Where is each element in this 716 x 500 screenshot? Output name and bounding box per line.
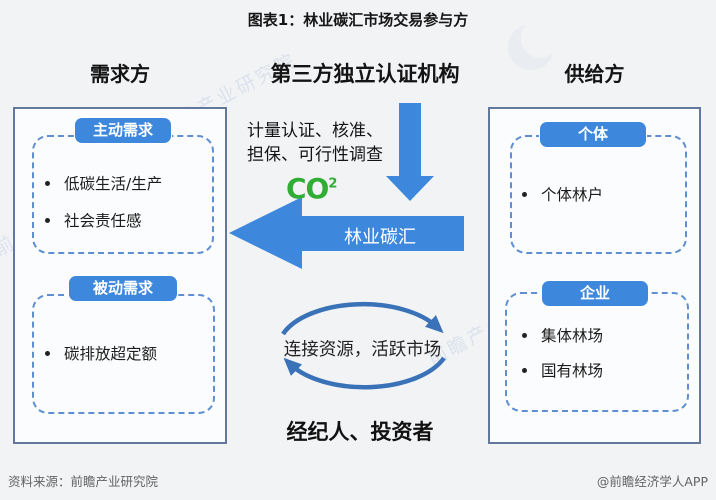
list-item: 集体林场 xyxy=(522,324,603,346)
list-item-label: 碳排放超定额 xyxy=(64,345,158,363)
watermark-logo-icon xyxy=(508,18,560,70)
passive-demand-label: 被动需求 xyxy=(69,276,177,301)
list-item: 低碳生活/生产 xyxy=(45,172,162,194)
certification-note: 计量认证、核准、 担保、可行性调查 xyxy=(247,119,407,167)
list-item: 碳排放超定额 xyxy=(45,342,157,364)
page-title: 图表1：林业碳汇市场交易参与方 xyxy=(247,11,469,29)
enterprise-group-box xyxy=(505,292,689,412)
list-item-label: 个体林户 xyxy=(541,186,604,204)
demand-column-header: 需求方 xyxy=(90,62,150,86)
list-item-label: 国有林场 xyxy=(541,362,604,380)
co2-icon: CO2 xyxy=(286,172,337,205)
list-item-label: 低碳生活/生产 xyxy=(64,175,163,193)
credit-note: @前瞻经济学人APP xyxy=(596,474,708,489)
co2-icon-superscript: 2 xyxy=(328,176,337,192)
active-demand-group-box xyxy=(32,135,214,254)
demand-panel: 主动需求 低碳生活/生产 社会责任感 被动需求 碳排放超定额 xyxy=(13,107,227,444)
list-item-label: 社会责任感 xyxy=(64,212,142,230)
certification-note-line1: 计量认证、核准、 xyxy=(247,121,383,141)
brokers-investors-label: 经纪人、投资者 xyxy=(286,420,434,444)
source-note: 资料来源：前瞻产业研究院 xyxy=(8,474,159,489)
bullet-dot xyxy=(522,367,527,373)
active-demand-label: 主动需求 xyxy=(75,118,171,143)
co2-icon-text: CO xyxy=(286,172,329,205)
individual-label: 个体 xyxy=(540,122,646,147)
cycle-label: 连接资源，活跃市场 xyxy=(283,340,442,360)
bullet-dot xyxy=(522,332,527,338)
carbon-flow-arrow-label: 林业碳汇 xyxy=(344,227,416,248)
list-item: 国有林场 xyxy=(522,359,603,381)
list-item: 个体林户 xyxy=(522,183,603,205)
list-item-label: 集体林场 xyxy=(541,327,604,345)
supply-column-header: 供给方 xyxy=(564,62,625,86)
cycle-arrow-top xyxy=(281,301,444,336)
bullet-dot xyxy=(45,217,50,223)
certifier-column-header: 第三方独立认证机构 xyxy=(270,62,460,86)
cycle-arrow-bottom xyxy=(283,356,446,390)
bullet-dot xyxy=(45,180,50,186)
bullet-dot xyxy=(45,350,50,356)
enterprise-label: 企业 xyxy=(542,281,648,306)
list-item: 社会责任感 xyxy=(45,209,142,231)
bullet-dot xyxy=(522,191,527,197)
certification-note-line2: 担保、可行性调查 xyxy=(247,145,383,165)
supply-panel: 个体 个体林户 企业 集体林场 国有林场 xyxy=(488,107,701,444)
